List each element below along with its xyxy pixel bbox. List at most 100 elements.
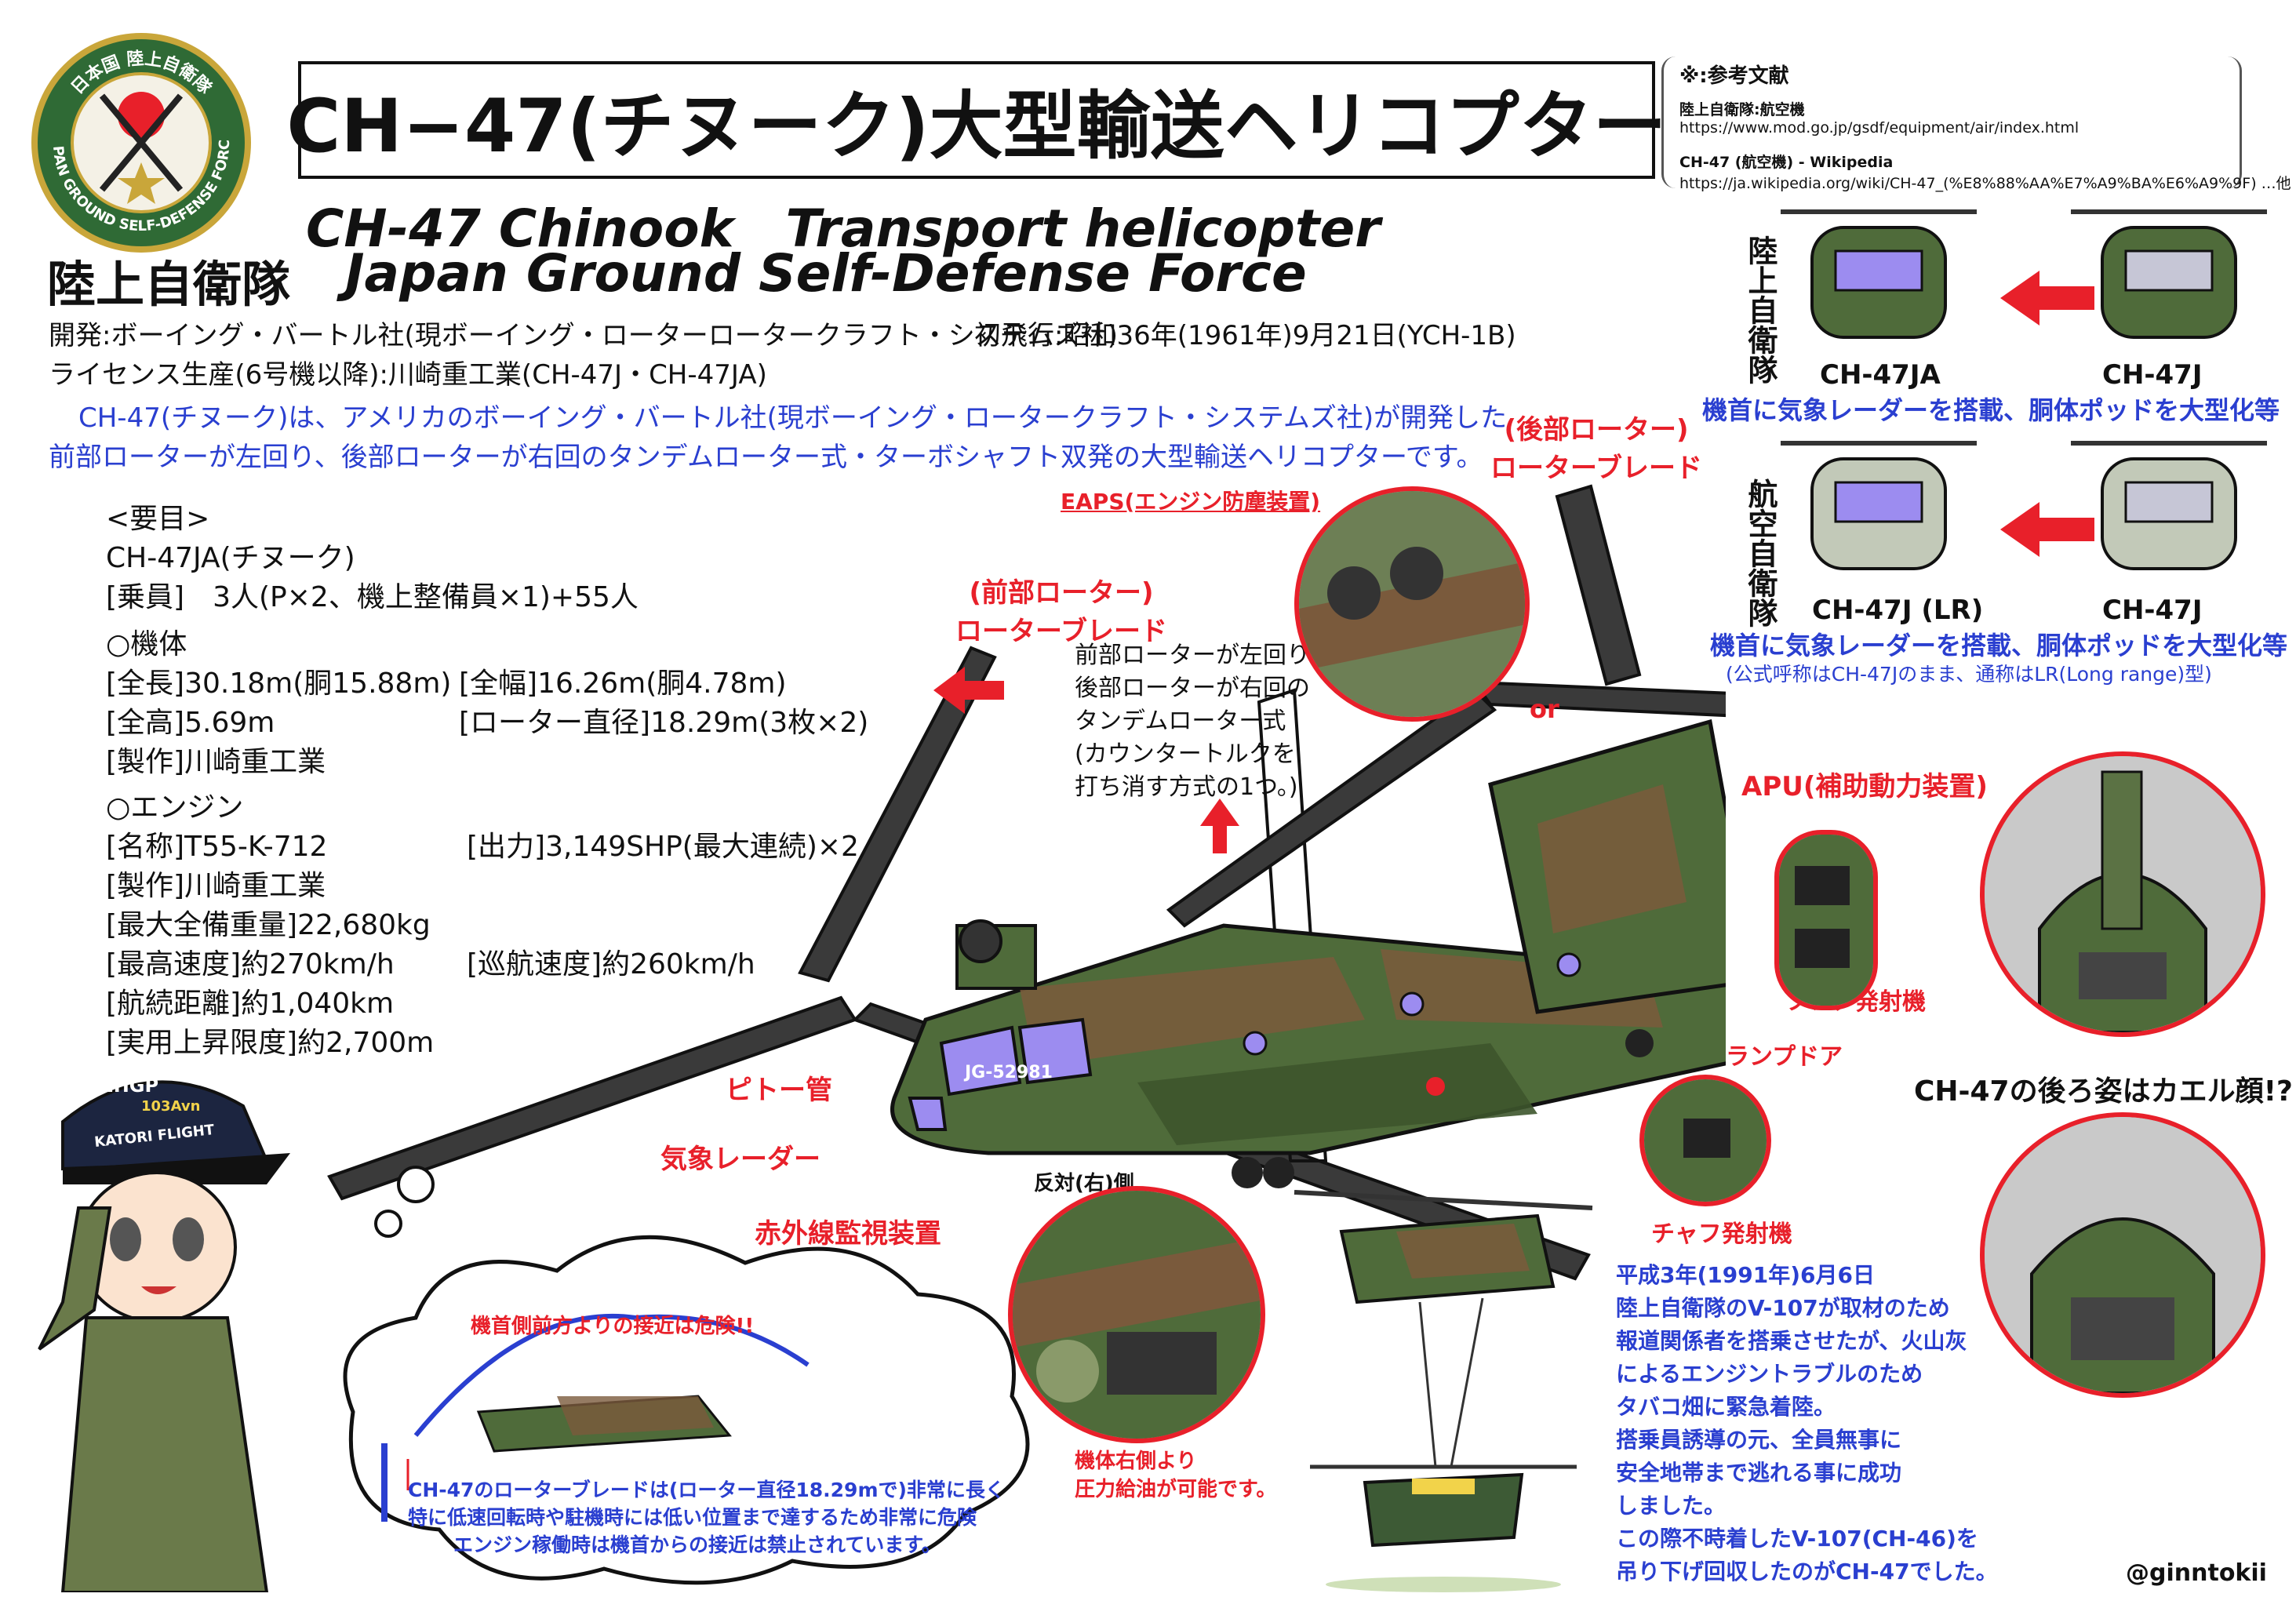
gsdf-variant-front-views — [1781, 209, 2267, 339]
artist-credit: @ginntokii — [2126, 1559, 2267, 1587]
asdf-vertical-label: 航空自衛隊 — [1741, 478, 1777, 636]
spec-cruise-speed: [巡航速度]約260km/h — [467, 948, 755, 980]
rear-rotor-blade — [1555, 484, 1642, 686]
spec-width: [全幅]16.26m(胴4.78m) — [459, 668, 787, 700]
infrared-label: 赤外線監視装置 — [755, 1218, 941, 1250]
references-box: ※:参考文献 陸上自衛隊:航空機 https://www.mod.go.jp/g… — [1661, 56, 2291, 192]
description-line-1: CH-47(チヌーク)は、アメリカのボーイング・バートル社(現ボーイング・ロータ… — [78, 402, 1508, 434]
warning-line-2: 特に低速回転時や駐機時には低い位置まで達するため非常に危険 — [408, 1506, 977, 1529]
spec-airframe-heading: ○機体 — [106, 628, 187, 660]
spec-height: [全高]5.69m — [106, 707, 275, 739]
ramp-door-label: ランプドア — [1726, 1043, 1843, 1071]
refuel-note: 機体右側より 圧力給油が可能です。 — [1075, 1450, 1277, 1501]
rear-rotor-blade — [1471, 680, 1726, 718]
pitot-tube-label: ピトー管 — [726, 1075, 832, 1106]
story-line: しました。 — [1616, 1493, 1727, 1519]
eaps-detail-circle — [1294, 486, 1530, 722]
spec-model: CH-47JA(チヌーク) — [106, 542, 355, 574]
specs-heading: <要目> — [106, 503, 210, 535]
spec-engine-name: [名称]T55-K-712 — [106, 831, 328, 863]
chaff-label: チャフ発射機 — [1651, 1221, 1792, 1248]
spec-max-weight: [最大全備重量]22,680kg — [106, 909, 431, 941]
story-line: 平成3年(1991年)6月6日 — [1616, 1262, 1875, 1288]
story-text: 平成3年(1991年)6月6日 陸上自衛隊のV-107が取材のため 報道関係者を… — [1616, 1259, 1998, 1588]
weather-radar-label: 気象レーダー — [660, 1144, 821, 1175]
page-title: CH−47(チヌーク)大型輸送ヘリコプター — [286, 61, 1667, 179]
asdf-variant-note: 機首に気象レーダーを搭載、胴体ポッドを大型化等 — [1710, 631, 2288, 660]
subtitle-en: CH-47 Chinook Transport helicopter — [306, 198, 1381, 259]
story-line: 陸上自衛隊のV-107が取材のため — [1616, 1295, 1950, 1321]
gsdf-emblem: 日本国 陸上自衛隊 JAPAN GROUND SELF-DEFENSE FORC… — [31, 33, 251, 253]
eaps-label: EAPS(エンジン防塵装置) — [1061, 489, 1321, 515]
reference-title: CH-47 (航空機) - Wikipedia — [1679, 154, 1894, 171]
first-flight-line: 初飛行:昭和36年(1961年)9月21日(YCH-1B) — [974, 320, 1516, 351]
rear-rotor-label: (後部ローター) ローターブレード — [1490, 414, 1702, 484]
spec-length: [全長]30.18m(胴15.88m) — [106, 668, 452, 700]
gsdf-label-text: 陸上自衛隊 — [1743, 235, 1777, 384]
cap-unit: 103Avn — [141, 1098, 201, 1115]
warning-thought-bubble — [343, 1166, 1030, 1585]
red-arrow-icon — [2000, 502, 2094, 557]
soldier-character-illustration — [38, 1080, 290, 1592]
asdf-label-text: 航空自衛隊 — [1743, 478, 1777, 628]
org-jp: 陸上自衛隊 — [47, 256, 291, 313]
developer-line: 開発:ボーイング・バートル社(現ボーイング・ローターロータークラフト・システムズ… — [49, 320, 1118, 351]
story-line: タバコ畑に緊急着陸。 — [1616, 1394, 1836, 1420]
gsdf-variant-note: 機首に気象レーダーを搭載、胴体ポッドを大型化等 — [1702, 395, 2280, 425]
warning-line-1: CH-47のローターブレードは(ローター直径18.29mで)非常に長く — [408, 1479, 1005, 1501]
or-label: or — [1530, 694, 1559, 724]
reference-url[interactable]: https://www.mod.go.jp/gsdf/equipment/air… — [1679, 119, 2079, 136]
rear-rotor-blade — [1166, 688, 1497, 928]
story-line: 吊り下げ回収したのがCH-47でした。 — [1616, 1559, 1998, 1584]
story-line: 搭乗員誘導の元、全員無事に — [1616, 1427, 1902, 1453]
spec-maker: [製作]川崎重工業 — [106, 746, 326, 778]
description-line-2: 前部ローターが左回り、後部ローターが右回のタンデムローター式・ターボシャフト双発… — [49, 442, 1483, 473]
license-line: ライセンス生産(6号機以降):川崎重工業(CH-47J・CH-47JA) — [49, 359, 767, 391]
variant-ch47j-lr-label: CH-47J (LR) — [1812, 595, 1984, 626]
spec-ceiling: [実用上昇限度]約2,700m — [106, 1027, 435, 1059]
reference-url[interactable]: https://ja.wikipedia.org/wiki/CH-47_(%E8… — [1679, 175, 2291, 192]
chaff-detail-circle — [1639, 1075, 1771, 1206]
spec-max-speed: [最高速度]約270km/h — [106, 948, 395, 980]
sling-load-illustration — [1294, 1190, 1593, 1592]
story-line: 報道関係者を搭乗させたが、火山灰 — [1616, 1328, 1967, 1354]
variant-ch47j-label: CH-47J — [2102, 595, 2203, 626]
gsdf-vertical-label: 陸上自衛隊 — [1741, 235, 1777, 393]
nose-code: JG-52981 — [965, 1063, 1053, 1082]
frog-face-note: CH-47の後ろ姿はカエル顔!? — [1914, 1075, 2293, 1108]
org-en: Japan Ground Self-Defense Force — [345, 243, 1307, 304]
reference-title: 陸上自衛隊:航空機 — [1679, 101, 1805, 118]
spec-engine-maker: [製作]川崎重工業 — [106, 870, 326, 902]
asdf-variant-front-views — [1781, 441, 2267, 570]
refuel-detail-circle — [1008, 1186, 1265, 1443]
front-rotor-label: (前部ローター) ローターブレード — [955, 577, 1167, 647]
rear-view-closeup-circle — [1980, 1112, 2265, 1398]
spec-range: [航続距離]約1,040km — [106, 988, 395, 1020]
spec-engine-heading: ○エンジン — [106, 791, 244, 824]
story-line: 安全地帯まで逃れる事に成功 — [1616, 1460, 1902, 1486]
main-helicopter-illustration — [327, 484, 1726, 1281]
asdf-variant-subnote: (公式呼称はCH-47Jのまま、通称はLR(Long range)型) — [1726, 663, 2212, 686]
references-heading: ※:参考文献 — [1679, 64, 1789, 88]
rotation-note: 前部ローターが左回り 後部ローターが右回の タンデムローター式 (カウンタートル… — [1075, 642, 1310, 801]
bubble-warning-title: 機首側前方よりの接近は危険!! — [471, 1315, 755, 1338]
story-line: この際不時着したV-107(CH-46)を — [1616, 1526, 1978, 1552]
left-arrow-icon — [933, 667, 1004, 714]
front-rotor-blade — [798, 646, 997, 983]
spec-output: [出力]3,149SHP(最大連続)×2 — [467, 831, 859, 863]
spec-crew: [乗員] 3人(P×2、機上整備員×1)+55人 — [106, 581, 639, 613]
cap — [61, 1080, 269, 1171]
warning-line-3: エンジン稼働時は機首からの接近は禁止されています。 — [453, 1533, 941, 1556]
flare-detail — [1774, 830, 1878, 1010]
story-line: によるエンジントラブルのため — [1616, 1361, 1923, 1387]
rear-view-detail-circle — [1980, 751, 2265, 1037]
uniform — [60, 1316, 269, 1592]
apu-label: APU(補助動力装置) — [1741, 771, 1988, 802]
up-arrow-icon — [1200, 799, 1239, 853]
spec-rotor: [ローター直径]18.29m(3枚×2) — [459, 707, 869, 739]
variant-ch47ja-label: CH-47JA — [1820, 359, 1941, 391]
red-arrow-icon — [2000, 271, 2094, 326]
cap-logo: 1HGP — [100, 1075, 159, 1097]
variant-ch47j-label: CH-47J — [2102, 359, 2203, 391]
page-title-text: CH−47(チヌーク)大型輸送ヘリコプター — [286, 84, 1667, 169]
